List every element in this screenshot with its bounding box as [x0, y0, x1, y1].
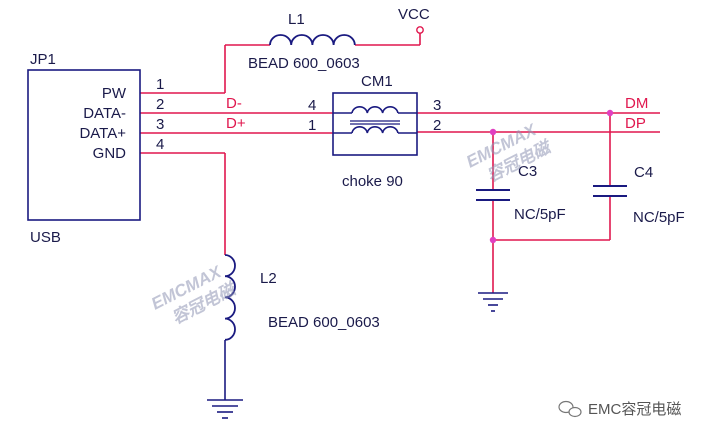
capacitor-c3: C3 NC/5pF [476, 163, 566, 223]
cm1-value: choke 90 [342, 173, 403, 190]
l2-value: BEAD 600_0603 [268, 314, 380, 331]
c3-value: NC/5pF [514, 206, 566, 223]
inductor-l1: L1 BEAD 600_0603 [248, 11, 360, 72]
pin-name-data-plus: DATA+ [79, 125, 126, 142]
wires [140, 33, 660, 293]
l2-ref: L2 [260, 270, 277, 287]
l1-value: BEAD 600_0603 [248, 55, 360, 72]
cm1-pin-3: 3 [433, 97, 441, 114]
pin-name-pw: PW [102, 85, 127, 102]
net-label-d-minus: D- [226, 95, 242, 112]
pin-name-data-minus: DATA- [83, 105, 126, 122]
watermark-lower: EMCMAX 容冠电磁 [148, 262, 241, 328]
jp1-type: USB [30, 229, 61, 246]
pin-num-1: 1 [156, 76, 164, 93]
ground-symbol-right [478, 292, 508, 312]
cm1-ref: CM1 [361, 73, 393, 90]
c4-value: NC/5pF [633, 209, 685, 226]
pin-num-3: 3 [156, 116, 164, 133]
jp1-ref: JP1 [30, 51, 56, 68]
vcc-symbol: VCC [398, 6, 430, 34]
vcc-label: VCC [398, 6, 430, 23]
brand-mark: EMC容冠电磁 [558, 400, 681, 418]
c3-ref: C3 [518, 163, 537, 180]
choke-cm1: CM1 choke 90 4 1 3 2 [308, 73, 441, 190]
ground-symbol-left [207, 399, 243, 419]
cm1-pin-2: 2 [433, 117, 441, 134]
capacitor-c4: C4 NC/5pF [593, 164, 685, 226]
connector-jp1: JP1 USB PW DATA- DATA+ GND 1 2 3 4 [27, 51, 164, 246]
inductor-l2: L2 BEAD 600_0603 [224, 254, 380, 400]
l1-ref: L1 [288, 11, 305, 28]
net-label-d-plus: D+ [226, 115, 246, 132]
cm1-pin-1: 1 [308, 117, 316, 134]
c4-ref: C4 [634, 164, 653, 181]
net-label-dm: DM [625, 95, 648, 112]
pin-num-4: 4 [156, 136, 164, 153]
brand-text: EMC容冠电磁 [588, 401, 681, 418]
junction-dots [489, 109, 614, 244]
chat-bubble-icon [558, 400, 582, 418]
pin-name-gnd: GND [93, 145, 127, 162]
watermark-center: EMCMAX 容冠电磁 [463, 120, 556, 186]
cm1-pin-4: 4 [308, 97, 316, 114]
net-label-dp: DP [625, 115, 646, 132]
pin-num-2: 2 [156, 96, 164, 113]
